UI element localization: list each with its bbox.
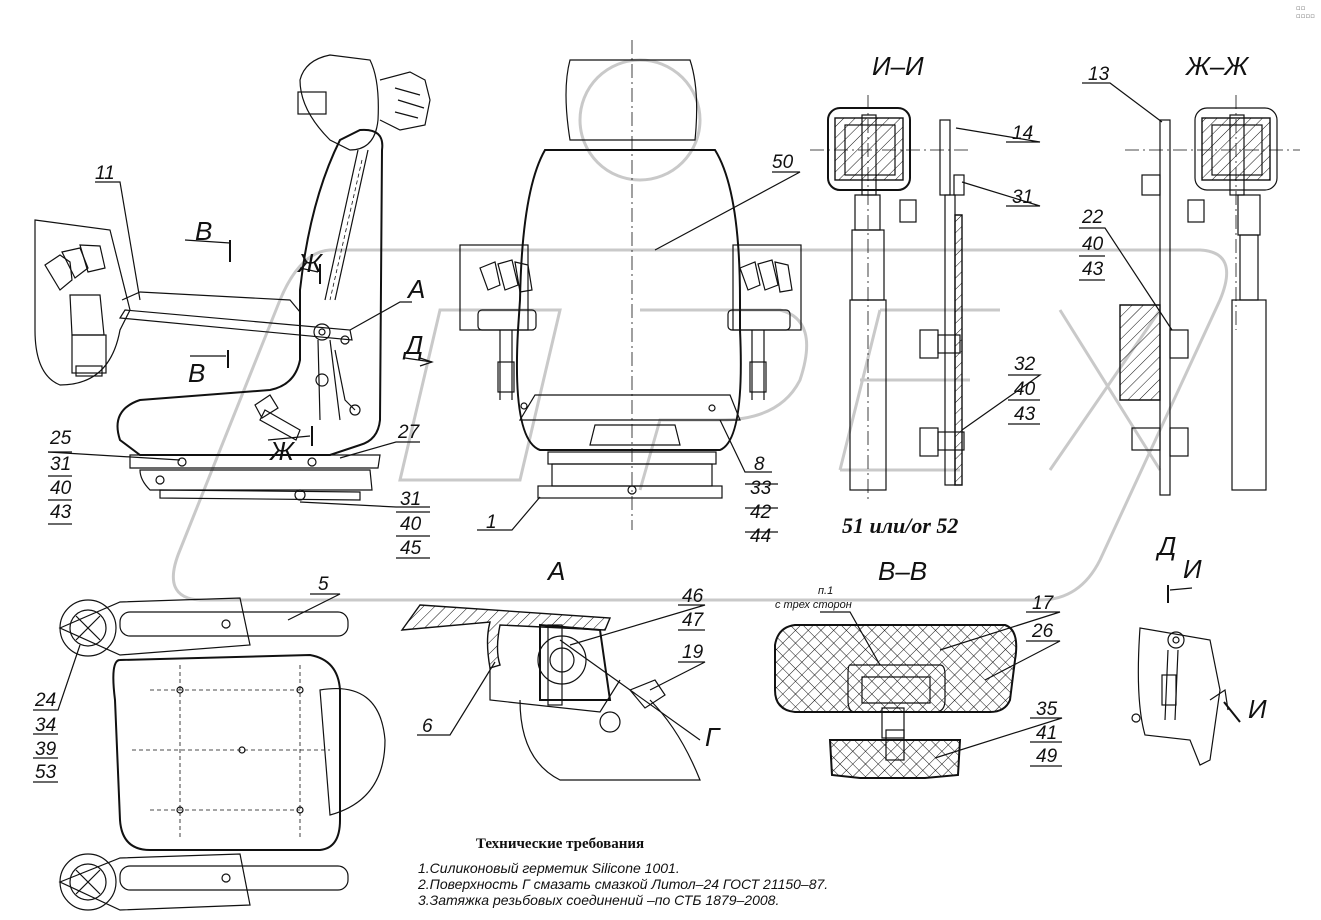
requirements-list: 1.Силиконовый герметик Silicone 1001. 2.… xyxy=(418,860,828,908)
callout-46: 46 xyxy=(682,586,704,607)
callout-1: 1 xyxy=(486,512,497,533)
callout-31: 31 xyxy=(400,489,421,510)
callout-42: 42 xyxy=(750,502,772,523)
mark-label-v-bottom: В xyxy=(188,358,205,388)
view-a xyxy=(400,604,701,781)
section-ii xyxy=(810,95,970,500)
callout-47: 47 xyxy=(682,610,705,631)
callout-19: 19 xyxy=(682,642,704,663)
callout-50: 50 xyxy=(772,152,794,173)
callout-27: 27 xyxy=(397,422,421,443)
requirement-item: 2.Поверхность Г смазать смазкой Литол–24… xyxy=(418,876,829,892)
callout-14: 14 xyxy=(1012,123,1033,144)
callout-45: 45 xyxy=(400,538,422,559)
callout-40: 40 xyxy=(1082,234,1104,255)
section-label-a: А xyxy=(546,556,565,586)
section-zhzh xyxy=(1119,95,1300,496)
section-vv xyxy=(774,611,1018,779)
callout-43: 43 xyxy=(1014,404,1036,425)
requirement-item: 1.Силиконовый герметик Silicone 1001. xyxy=(418,860,680,876)
callout-43: 43 xyxy=(50,502,72,523)
callout-6: 6 xyxy=(422,716,433,737)
callout-11: 11 xyxy=(95,163,115,184)
seat-plan-view xyxy=(58,597,386,911)
callout-22: 22 xyxy=(1081,207,1104,228)
weld-note-line2: с трех сторон xyxy=(775,599,852,611)
seat-side-view xyxy=(34,54,434,501)
callout-8: 8 xyxy=(754,454,765,475)
callout-5: 5 xyxy=(318,574,329,595)
callout-33: 33 xyxy=(750,478,772,499)
strut-label: 51 или/or 52 xyxy=(842,513,958,538)
surface-label-g: Г xyxy=(705,722,721,752)
section-label-zhzh: Ж–Ж xyxy=(1184,51,1250,81)
callout-40: 40 xyxy=(400,514,422,535)
callout-32: 32 xyxy=(1014,354,1036,375)
requirement-item: 3.Затяжка резьбовых соединений –по СТБ 1… xyxy=(418,892,780,908)
callout-40: 40 xyxy=(50,478,72,499)
callout-13: 13 xyxy=(1088,64,1110,85)
seat-front-view xyxy=(459,40,802,530)
callout-44: 44 xyxy=(750,526,771,547)
section-label-ii: И–И xyxy=(872,51,924,81)
corner-logo: ▫▫ ▫▫▫▫ xyxy=(1296,4,1315,20)
callout-53: 53 xyxy=(35,762,57,783)
mark-label-zh-bottom: Ж xyxy=(268,436,296,466)
view-label-i-bottom: И xyxy=(1248,694,1267,724)
callout-40: 40 xyxy=(1014,379,1036,400)
mark-label-a: А xyxy=(406,274,425,304)
section-label-vv: В–В xyxy=(878,556,927,586)
view-label-d: Д xyxy=(1155,531,1176,561)
callout-34: 34 xyxy=(35,715,56,736)
callout-39: 39 xyxy=(35,739,57,760)
mark-label-zh-top: Ж xyxy=(296,248,324,278)
callout-17: 17 xyxy=(1032,593,1055,614)
callout-35: 35 xyxy=(1036,699,1058,720)
callout-49: 49 xyxy=(1036,746,1058,767)
leader-lines xyxy=(33,82,1173,783)
callout-41: 41 xyxy=(1036,723,1057,744)
callout-25: 25 xyxy=(49,428,72,449)
callout-43: 43 xyxy=(1082,259,1104,280)
callout-31: 31 xyxy=(1012,187,1033,208)
callout-26: 26 xyxy=(1031,621,1054,642)
mark-label-v-top: В xyxy=(195,216,212,246)
weld-note-line1: п.1 xyxy=(818,585,833,597)
view-d xyxy=(1131,585,1241,766)
callout-24: 24 xyxy=(34,690,56,711)
requirements-title: Технические требования xyxy=(475,836,645,852)
mark-label-d: Д xyxy=(402,330,423,360)
callouts: 11 25 31 40 43 27 31 40 45 1 8 33 42 44 … xyxy=(34,64,1110,783)
view-label-i-top: И xyxy=(1183,554,1202,584)
callout-31: 31 xyxy=(50,454,71,475)
